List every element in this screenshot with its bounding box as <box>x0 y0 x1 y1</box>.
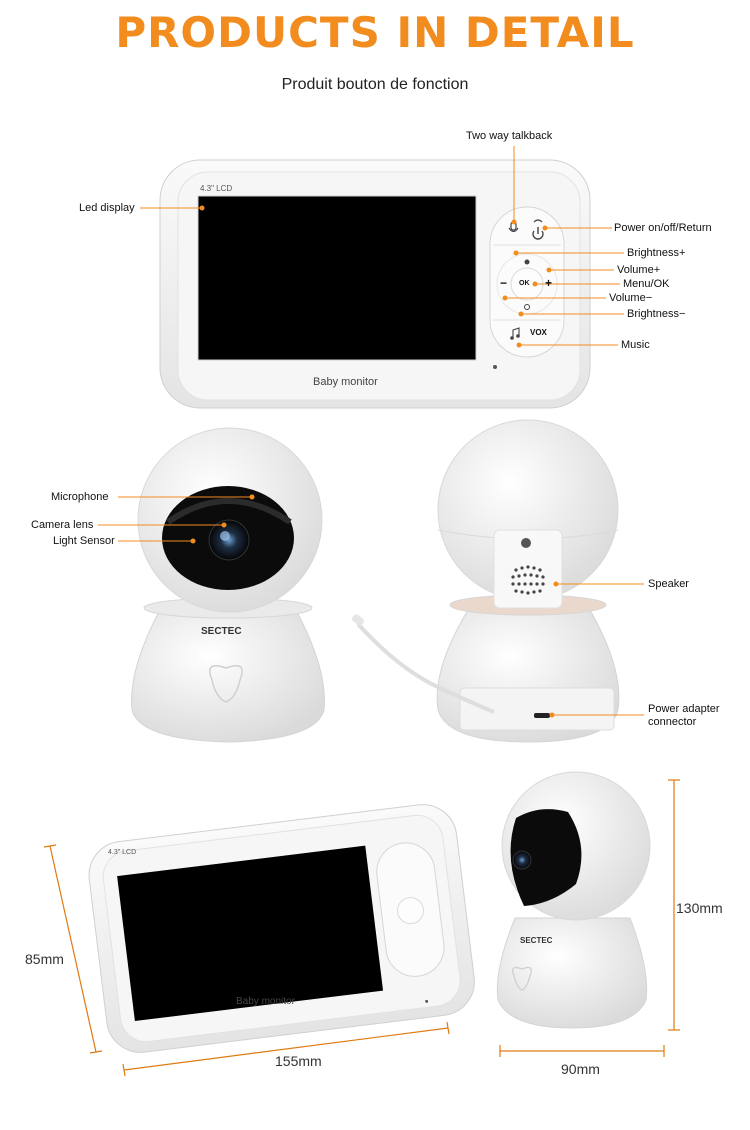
monitor-bottom-label: Baby monitor <box>313 376 378 388</box>
callout-brightness-minus: Brightness− <box>627 308 686 320</box>
callout-led-display: Led display <box>79 202 135 214</box>
lcd-size-label: 4.3" LCD <box>200 184 233 193</box>
camera-brand-logo: SECTEC <box>201 626 242 637</box>
dims-camera-brand: SECTEC <box>520 936 553 945</box>
callout-volume-plus: Volume+ <box>617 264 661 276</box>
dimension-camera-height: 130mm <box>676 900 723 916</box>
callout-light-sensor: Light Sensor <box>53 535 115 547</box>
callout-microphone: Microphone <box>51 491 109 503</box>
callout-speaker: Speaker <box>648 578 689 590</box>
callout-brightness-plus: Brightness+ <box>627 247 686 259</box>
dimensions-illustration <box>43 771 680 1077</box>
callout-power: Power on/off/Return <box>614 222 712 234</box>
callout-camera-lens: Camera lens <box>31 519 94 531</box>
callout-menu-ok: Menu/OK <box>623 278 670 290</box>
callout-two-way-talkback: Two way talkback <box>466 130 553 142</box>
page-title: PRODUCTS IN DETAIL <box>115 8 635 57</box>
callout-power-adapter: Power adapter connector <box>648 703 720 728</box>
dims-lcd-size-label: 4.3" LCD <box>108 849 137 856</box>
dimension-camera-width: 90mm <box>561 1061 600 1077</box>
callout-music: Music <box>621 339 650 351</box>
dimension-monitor-width: 155mm <box>275 1053 322 1069</box>
callout-volume-minus: Volume− <box>609 292 653 304</box>
minus-button: − <box>500 276 508 290</box>
monitor-front-illustration <box>140 146 624 409</box>
dimension-monitor-height: 85mm <box>25 951 64 967</box>
vox-button: VOX <box>530 328 547 337</box>
dims-monitor-label: Baby monitor <box>236 996 295 1007</box>
camera-front-back-illustration <box>98 419 644 743</box>
ok-button: OK <box>519 280 530 287</box>
page-subtitle: Produit bouton de fonction <box>281 76 469 93</box>
plus-button: + <box>545 276 553 290</box>
